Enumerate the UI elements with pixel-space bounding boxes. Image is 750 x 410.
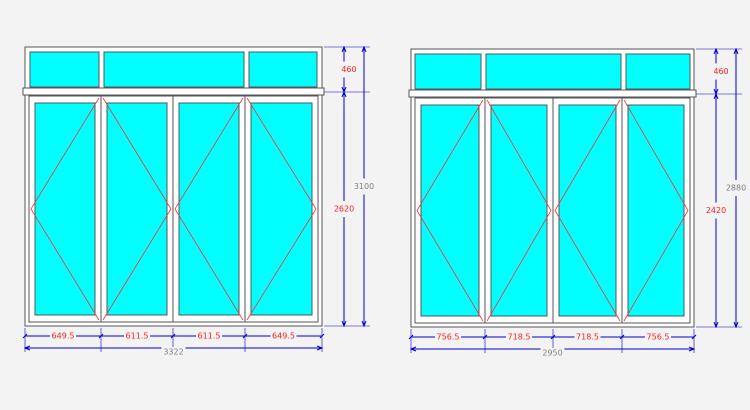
label-bg [124,331,150,341]
transom-bar [22,87,325,96]
label-bg [339,201,350,217]
dimension-arrow [23,345,31,351]
panel-width-label: 718.5 [508,333,531,342]
panel-width-label: 756.5 [647,333,670,342]
dimension-tick [619,334,625,340]
opening-indicator-4 [623,99,689,322]
dimension-arrow [713,321,719,329]
panel-glass-2 [106,102,168,316]
dimension-arrow [341,320,347,328]
label-bg [712,63,728,80]
dimension-arrow [316,345,324,351]
opening-indicator-3 [554,99,621,322]
door-drawing-left [22,46,325,327]
dimension-tick [482,334,488,340]
dimension-tick [408,334,414,340]
panel-glass-4 [250,102,313,316]
label-bg [340,61,356,78]
dimension-arrow [409,346,417,352]
panel-width-label: 756.5 [437,333,460,342]
dimension-arrow [361,320,367,328]
dimension-tick [242,333,248,339]
door-drawing-right [408,48,697,328]
door-height-label: 2620 [334,205,354,214]
panel-width-label: 649.5 [272,332,295,341]
dimension-tick [550,334,556,340]
transom-glass-3 [625,53,691,90]
label-bg [50,331,76,341]
opening-indicator-2 [102,97,172,321]
overall-width-label: 2950 [542,349,562,358]
label-bg [711,202,722,219]
panel-width-label: 611.5 [198,332,221,341]
panel-glass-2 [490,104,548,317]
panel-glass-4 [627,104,685,317]
dimension-tick [22,333,28,339]
opening-indicator-4 [246,97,317,321]
dimension-tick [98,333,104,339]
panel-glass-1 [420,104,480,317]
dimension-arrow [733,47,739,55]
transom-glass-3 [248,51,318,88]
dimension-arrow [713,92,719,100]
opening-indicator-3 [174,97,244,321]
opening-indicator-2 [486,99,552,322]
panel-width-label: 718.5 [576,333,599,342]
dimension-tick [170,333,176,339]
dimension-arrow [341,45,347,53]
overall-width-label: 3322 [163,348,183,357]
label-bg [161,347,186,357]
transom-glass-1 [29,51,100,88]
overall-height-label: 3100 [354,182,374,191]
label-bg [645,332,671,342]
dimension-arrow [688,346,696,352]
dimension-tick [319,333,325,339]
dimension-tick [691,334,697,340]
panel-glass-3 [178,102,240,316]
opening-indicator-1 [30,97,100,321]
transom-glass-1 [414,53,482,90]
overall-height-label: 2880 [726,184,746,193]
dimension-arrow [733,321,739,329]
transom-bar [408,89,697,98]
panel-glass-3 [558,104,617,317]
label-bg [540,348,565,358]
transom-height-label: 460 [713,67,728,76]
label-bg [574,332,601,342]
panel-width-label: 649.5 [52,332,75,341]
label-bg [731,180,742,196]
label-bg [359,178,370,195]
label-bg [196,331,222,341]
transom-height-label: 460 [341,65,356,74]
label-bg [435,332,461,342]
label-bg [506,332,532,342]
dimension-arrow [713,47,719,55]
dimension-arrow [341,90,347,98]
panel-glass-1 [34,102,96,316]
panel-width-label: 611.5 [126,332,149,341]
label-bg [270,331,297,341]
dimension-arrow [361,45,367,53]
door-height-label: 2420 [706,206,726,215]
opening-indicator-1 [416,99,484,322]
transom-glass-2 [103,51,245,88]
transom-glass-2 [485,53,622,90]
